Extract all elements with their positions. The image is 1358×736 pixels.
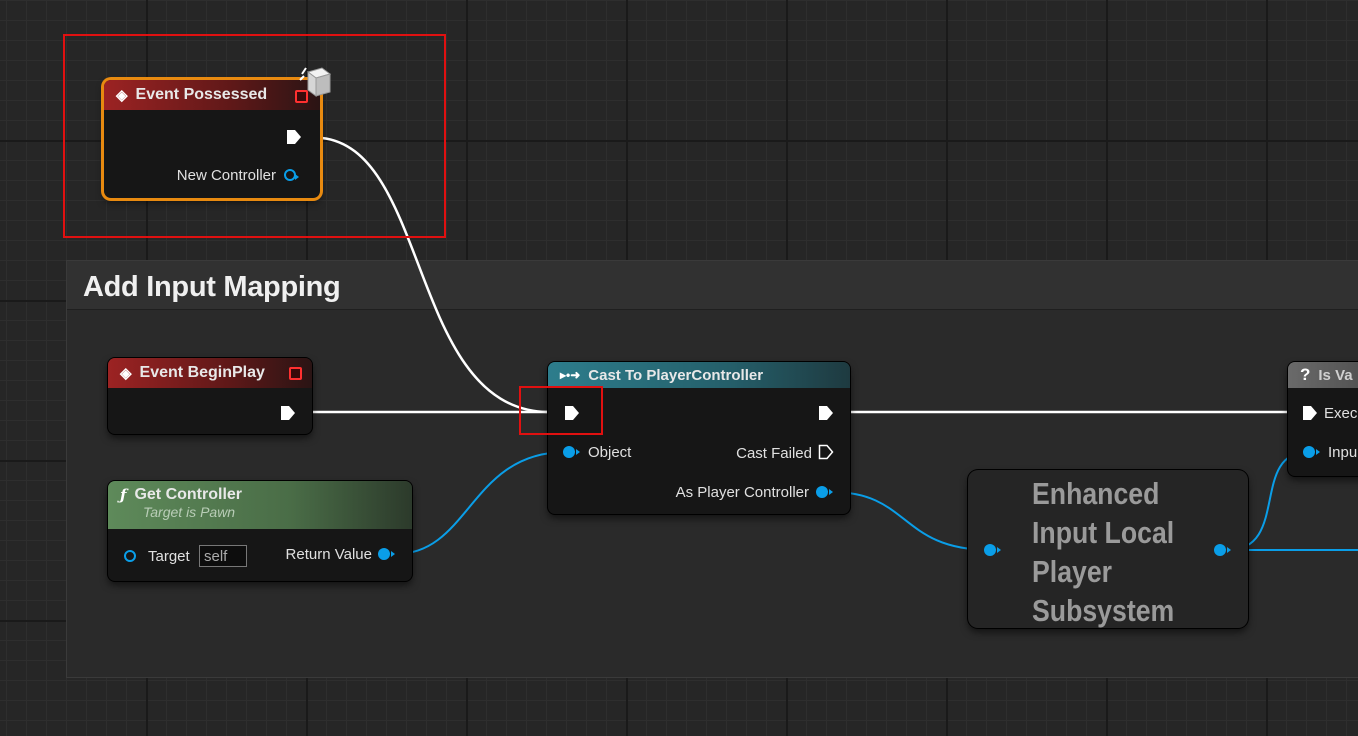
pin-label-exec: Exec	[1324, 405, 1358, 422]
node-title: Is Va	[1318, 366, 1353, 384]
subsystem-input-pin[interactable]	[984, 544, 1001, 556]
node-event-beginplay[interactable]: ◈ Event BeginPlay	[108, 358, 312, 434]
node-title: Cast To PlayerController	[588, 366, 764, 384]
pin-label-input: Inpu	[1328, 444, 1358, 461]
node-header[interactable]: ▸•➜ Cast To PlayerController	[548, 362, 850, 388]
node-is-valid[interactable]: ? Is Va Exec Inpu	[1288, 362, 1358, 476]
diamond-event-icon: ◈	[120, 365, 132, 382]
node-title: Event Possessed	[135, 86, 268, 103]
node-title: Event BeginPlay	[139, 364, 265, 381]
pin-label-object: Object	[588, 444, 632, 461]
node-header[interactable]: ? Is Va	[1288, 362, 1358, 388]
object-input-pin[interactable]	[563, 446, 580, 458]
output-delegate-pin[interactable]	[289, 367, 302, 380]
comment-box-add-input-mapping[interactable]: Add Input Mapping	[66, 260, 1358, 678]
node-enhanced-input-subsystem[interactable]: Enhanced Input Local Player Subsystem	[968, 470, 1248, 628]
pin-label-target: Target	[148, 548, 190, 565]
highlight-box-cast-exec-input	[519, 386, 603, 435]
new-controller-pin[interactable]	[284, 169, 299, 181]
node-get-controller[interactable]: ƒ Get Controller Target is Pawn Target R…	[108, 481, 412, 581]
node-header[interactable]: ◈ Event BeginPlay	[108, 358, 312, 388]
output-delegate-pin[interactable]	[295, 90, 308, 103]
input-object-pin[interactable]	[1303, 446, 1320, 458]
node-subtitle: Target is Pawn	[143, 504, 236, 520]
replicated-cube-icon	[299, 67, 332, 97]
diamond-event-icon: ◈	[116, 87, 128, 104]
comment-header[interactable]: Add Input Mapping	[67, 261, 1358, 310]
pin-label-cast-failed: Cast Failed	[736, 445, 812, 462]
exec-wire-possessed-to-cast	[321, 136, 549, 414]
comment-title: Add Input Mapping	[83, 271, 341, 303]
return-value-pin[interactable]	[378, 548, 395, 560]
function-icon: ƒ	[120, 486, 127, 504]
question-icon: ?	[1300, 365, 1311, 384]
highlight-box-event-possessed	[63, 34, 446, 238]
node-header[interactable]: ƒ Get Controller Target is Pawn	[108, 481, 412, 529]
subsystem-output-pin[interactable]	[1214, 544, 1231, 556]
as-player-controller-pin[interactable]	[816, 486, 833, 498]
node-title: Get Controller	[134, 486, 243, 503]
target-pin[interactable]	[124, 550, 136, 562]
pin-label-as-player-controller: As Player Controller	[675, 484, 809, 501]
pin-label-return-value: Return Value	[285, 546, 372, 563]
node-event-possessed[interactable]: ◈ Event Possessed New Controller	[104, 80, 320, 198]
node-title: Enhanced Input Local Player Subsystem	[1032, 476, 1175, 628]
data-wire-controller-to-object	[395, 451, 567, 555]
node-cast-to-playercontroller[interactable]: ▸•➜ Cast To PlayerController Object Cast…	[548, 362, 850, 514]
cast-icon: ▸•➜	[560, 368, 581, 382]
target-self-field[interactable]	[199, 545, 247, 567]
node-header[interactable]: ◈ Event Possessed	[104, 80, 320, 110]
data-wire-playercontroller-to-subsystem	[831, 491, 991, 551]
pin-label-new-controller: New Controller	[176, 167, 276, 184]
